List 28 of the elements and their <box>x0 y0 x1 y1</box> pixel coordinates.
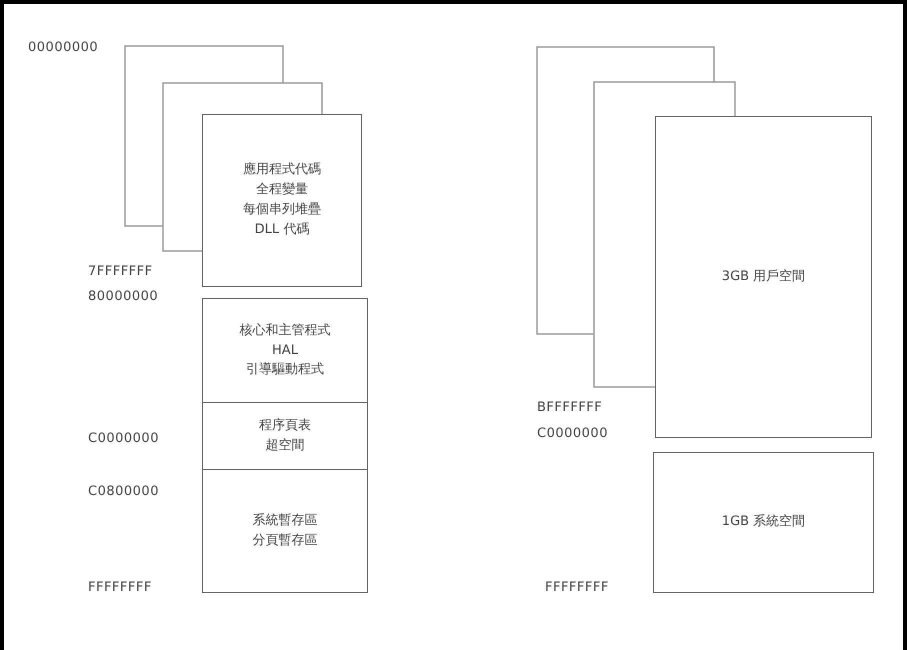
region-label: 系統暫存區 <box>252 512 318 530</box>
memory-region-box <box>202 469 368 593</box>
region-label: HAL <box>272 342 298 360</box>
address-label: C0000000 <box>88 431 159 446</box>
region-label: 程序頁表 <box>259 418 311 435</box>
address-label: FFFFFFFF <box>88 580 152 595</box>
memory-region-box <box>655 116 872 438</box>
memory-region-box <box>653 452 874 593</box>
region-label: 3GB 用戶空間 <box>722 268 806 286</box>
address-label: FFFFFFFF <box>545 580 609 595</box>
region-label: 1GB 系統空間 <box>722 514 806 531</box>
memory-region-box <box>202 298 368 404</box>
address-label: 7FFFFFFF <box>88 264 153 279</box>
region-label: 每個串列堆疊 <box>243 202 321 219</box>
region-label: 分頁暫存區 <box>252 532 318 550</box>
region-label: 全程變量 <box>256 182 308 199</box>
address-label: BFFFFFFF <box>537 400 602 415</box>
region-label: DLL 代碼 <box>254 222 310 239</box>
memory-region-box <box>202 402 368 471</box>
address-label: C0000000 <box>537 426 608 441</box>
region-label: 超空間 <box>266 438 304 455</box>
address-label: 80000000 <box>88 289 158 304</box>
region-label: 應用程式代碼 <box>243 162 321 180</box>
region-label: 核心和主管程式 <box>240 322 330 340</box>
address-label: 00000000 <box>28 40 98 55</box>
address-label: C0800000 <box>88 484 159 499</box>
region-label: 引導驅動程式 <box>246 362 324 380</box>
memory-region-box <box>202 114 362 287</box>
